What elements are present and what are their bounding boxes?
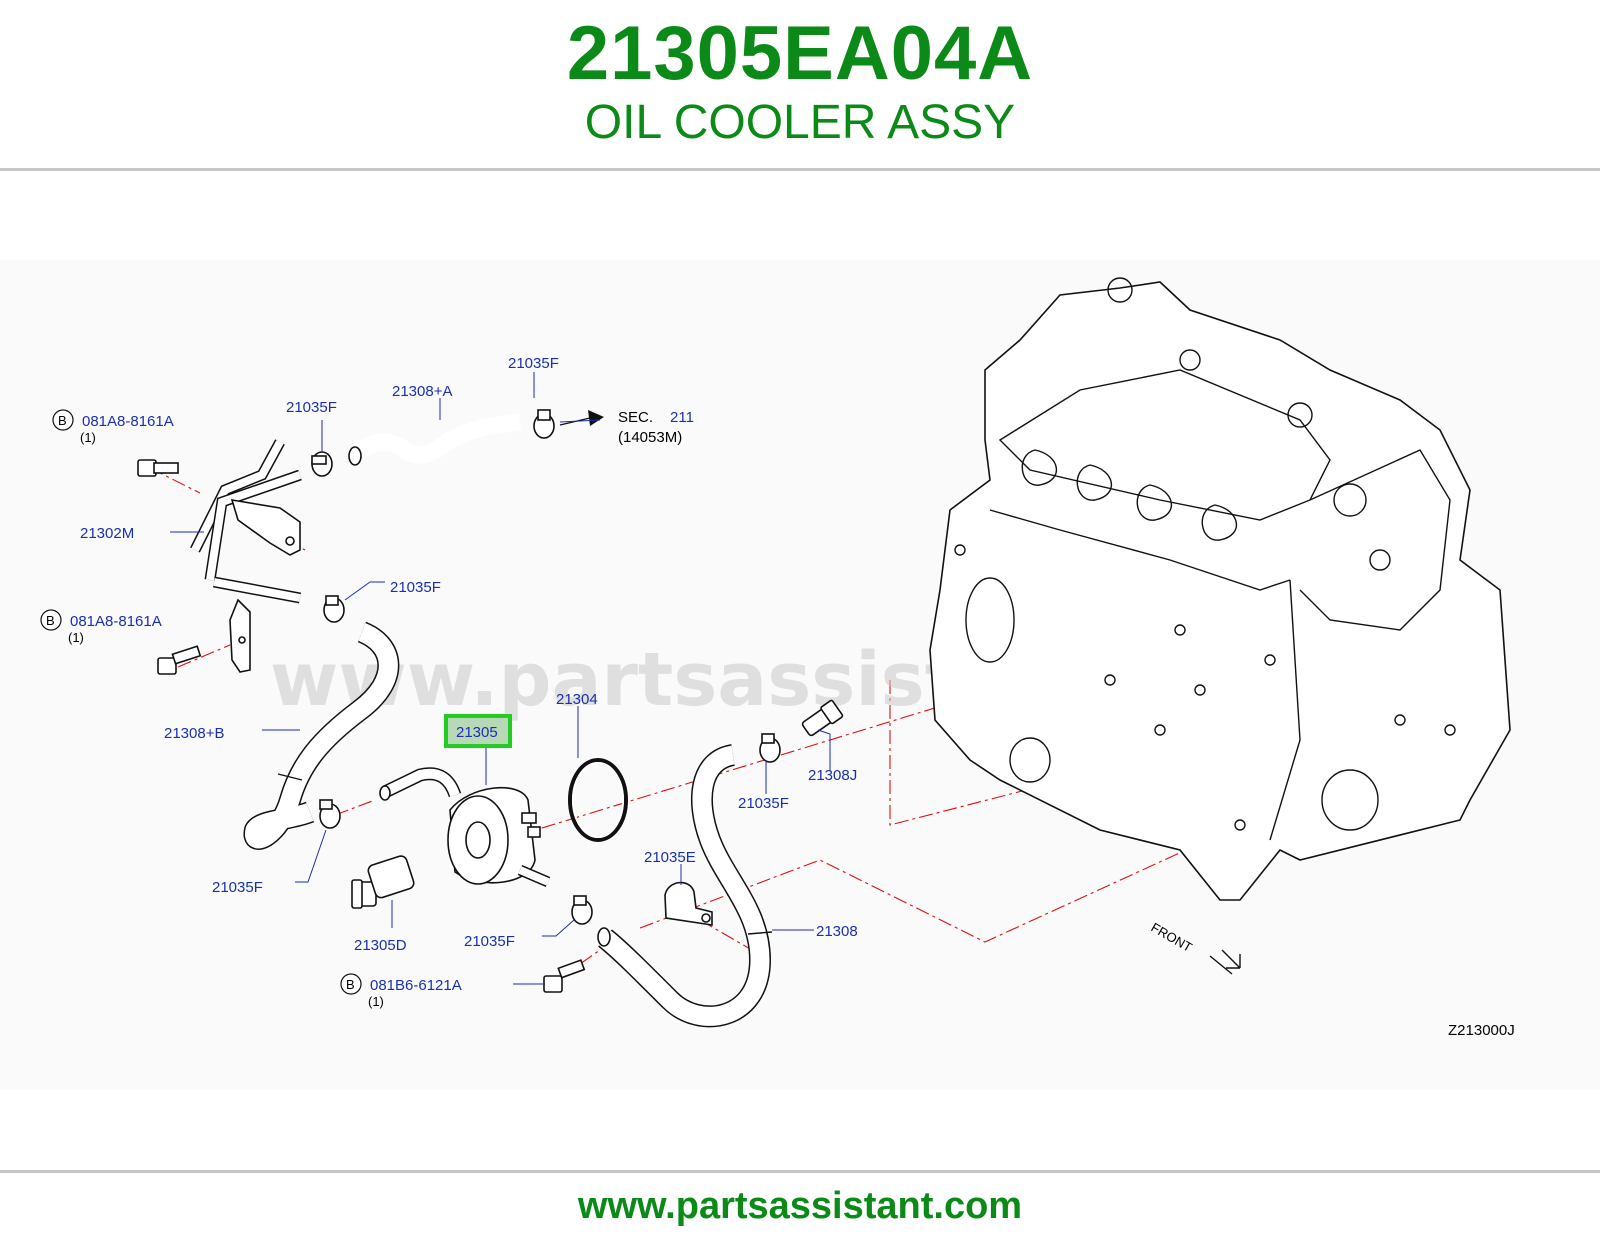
top-divider xyxy=(0,168,1600,171)
pipe-21302M-drawing xyxy=(190,439,302,673)
callout-pipe[interactable]: 21302M xyxy=(80,525,134,542)
callout-hose-right[interactable]: 21308 xyxy=(816,923,858,940)
callout-clamp-top-left[interactable]: 21035F xyxy=(286,399,337,416)
bolt-mid-qty: (1) xyxy=(68,630,84,645)
engine-block-drawing xyxy=(929,277,1511,901)
clip-drawing xyxy=(664,881,713,926)
callout-clamp-hose-right[interactable]: 21035F xyxy=(738,795,789,812)
callout-clip[interactable]: 21035E xyxy=(644,849,696,866)
callout-hose-left[interactable]: 21308+B xyxy=(164,725,224,742)
section-number: 211 xyxy=(670,409,694,426)
clamp-bottom-drawing xyxy=(571,895,593,925)
parts-diagram: www.partsassistant.com xyxy=(0,260,1600,1090)
bolt-top-qty: (1) xyxy=(80,430,96,445)
bolt-bottom-qty: (1) xyxy=(368,994,384,1009)
callout-connector[interactable]: 21305D xyxy=(354,937,407,954)
callout-clamp-pipe[interactable]: 21035F xyxy=(390,579,441,596)
part-name-subtitle: OIL COOLER ASSY xyxy=(584,96,1016,149)
bolt-mid-badge: B xyxy=(46,613,55,628)
callout-oil-cooler-highlighted[interactable]: 21305 xyxy=(444,714,512,748)
callout-o-ring[interactable]: 21304 xyxy=(556,691,598,708)
bolt-top-badge: B xyxy=(58,413,67,428)
bottom-divider xyxy=(0,1170,1600,1173)
hose-21308-drawing xyxy=(597,744,773,1028)
callout-clamp-top-right[interactable]: 21035F xyxy=(508,355,559,372)
callout-bolt-top[interactable]: B 081A8-8161A (1) xyxy=(52,409,174,445)
front-label: FRONT xyxy=(1149,920,1195,955)
connector-drawing xyxy=(351,855,415,909)
callout-hose-top[interactable]: 21308+A xyxy=(392,383,452,400)
footer-url[interactable]: www.partsassistant.com xyxy=(577,1185,1023,1227)
callout-clamp-left[interactable]: 21035F xyxy=(212,879,263,896)
centerline-clamp-left xyxy=(334,799,376,816)
bolt-mid-code: 081A8-8161A xyxy=(70,613,162,630)
hose-21308B-drawing xyxy=(243,621,400,850)
leader-lines xyxy=(170,372,831,985)
part-number-title: 21305EA04A xyxy=(566,11,1034,96)
callout-clamp-bottom[interactable]: 21035F xyxy=(464,933,515,950)
o-ring-drawing xyxy=(568,758,628,842)
bolt-bottom-code: 081B6-6121A xyxy=(370,977,462,994)
front-indicator: FRONT xyxy=(1149,920,1241,975)
bolt-bottom-badge: B xyxy=(346,977,355,992)
section-sub: (14053M) xyxy=(618,429,682,446)
clamp-top-right-drawing xyxy=(533,409,555,439)
section-reference[interactable]: SEC. 211 (14053M) xyxy=(618,409,694,446)
clamp-left-drawing xyxy=(319,799,341,829)
header: 21305EA04A OIL COOLER ASSY xyxy=(0,0,1600,168)
bolt-mid-drawing xyxy=(157,645,202,675)
callout-fitting[interactable]: 21308J xyxy=(808,767,857,784)
fitting-drawing xyxy=(801,699,844,737)
callout-bolt-mid[interactable]: B 081A8-8161A (1) xyxy=(40,609,162,645)
callout-bolt-bottom[interactable]: B 081B6-6121A (1) xyxy=(340,973,462,1009)
centerline-bottom-hose xyxy=(639,822,1246,943)
diagram-canvas: www.partsassistant.com xyxy=(40,277,1515,1039)
section-prefix: SEC. xyxy=(618,409,653,426)
figure-code: Z213000J xyxy=(1448,1022,1515,1039)
clamp-pipe-drawing xyxy=(323,595,345,623)
bolt-bottom-drawing xyxy=(543,959,586,993)
oil-cooler-drawing xyxy=(379,767,551,888)
clamp-hose-right-drawing xyxy=(759,733,781,763)
clamp-top-left-drawing xyxy=(311,451,333,477)
bolt-top-code: 081A8-8161A xyxy=(82,413,174,430)
bolt-top-drawing xyxy=(137,459,179,477)
hose-21308A-drawing xyxy=(348,413,522,466)
centerline-bolt-mid xyxy=(177,644,231,668)
oil-cooler-label: 21305 xyxy=(456,724,498,741)
